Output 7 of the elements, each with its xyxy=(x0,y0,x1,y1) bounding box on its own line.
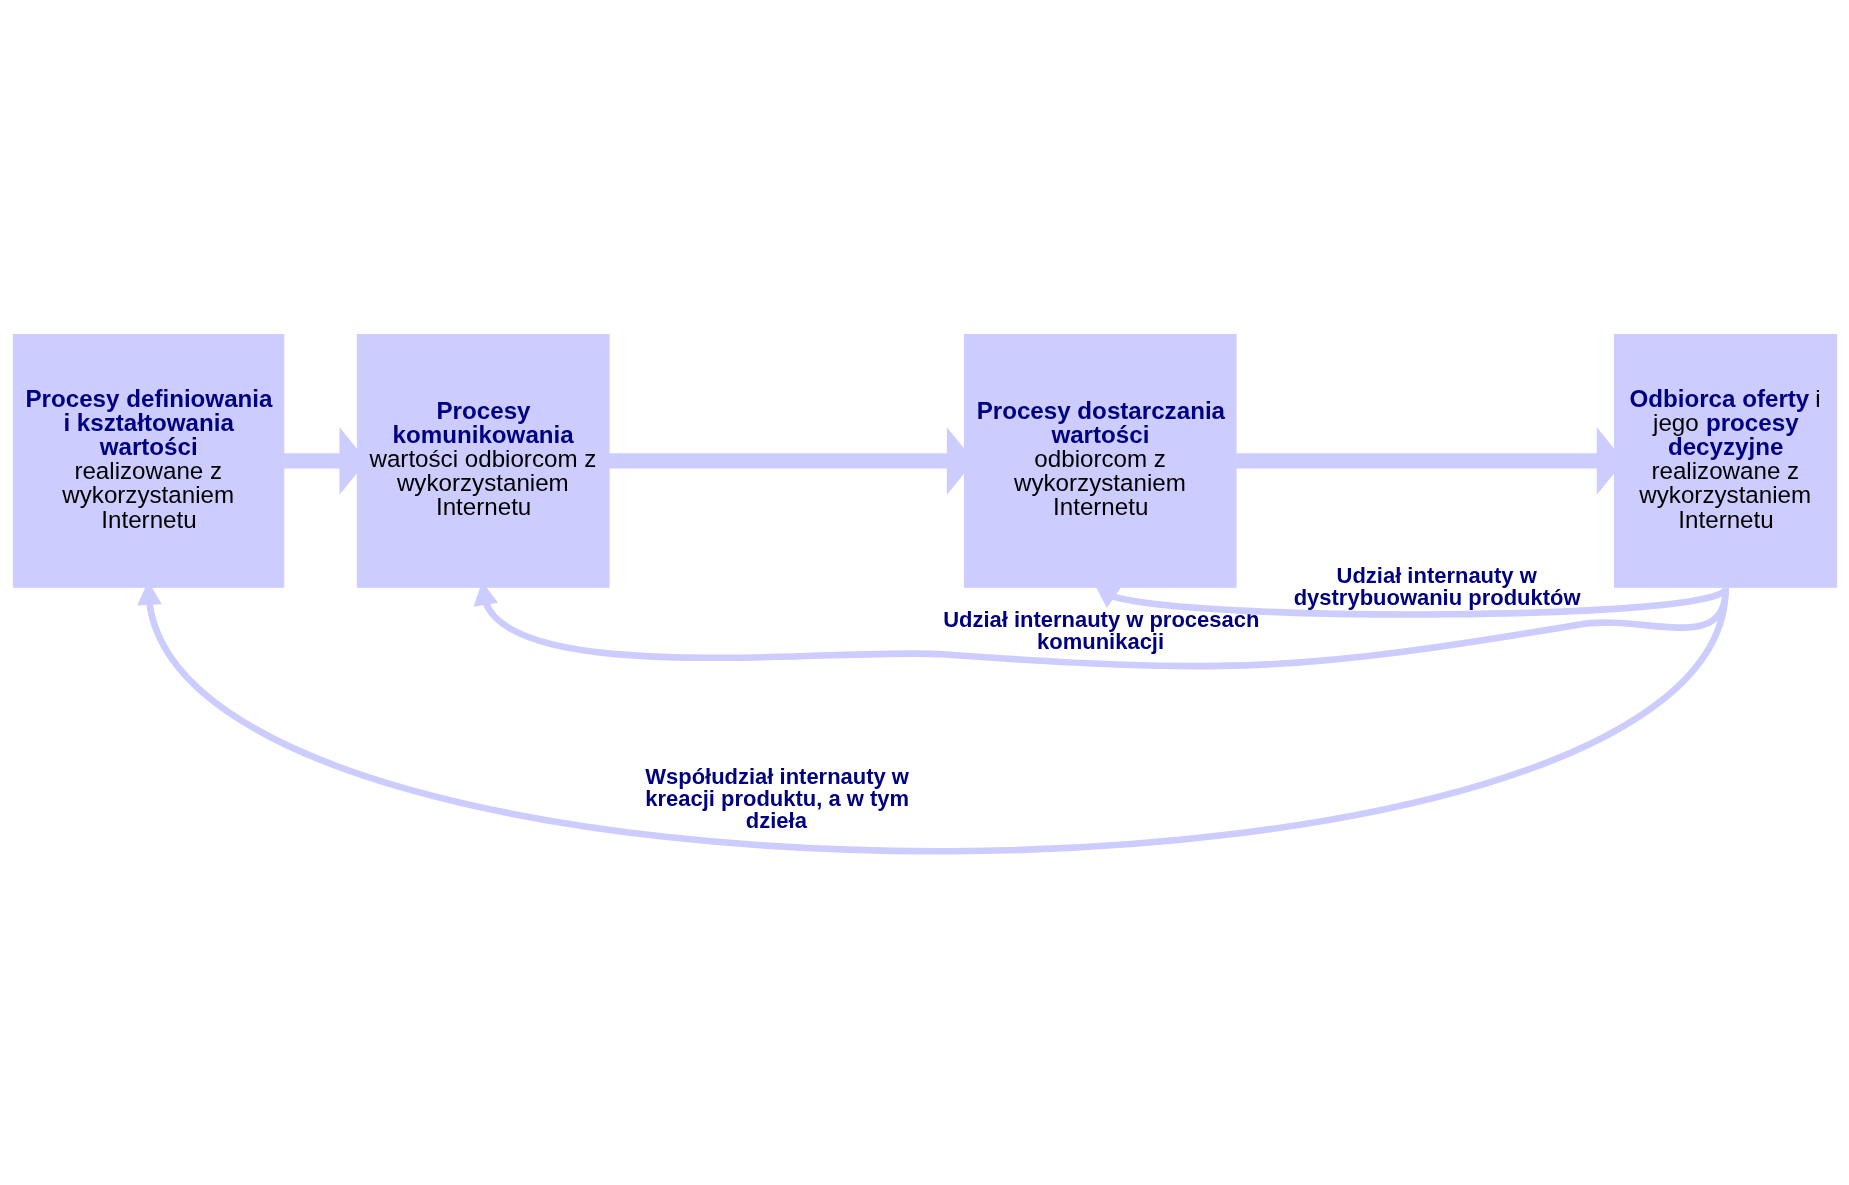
node-box: Procesy dostarczania wartości odbiorcom z wykorzystaniem Internetu xyxy=(963,333,1237,588)
edge-label: Współudział internauty w kreacji produktu, a w tym dzieła xyxy=(644,763,909,833)
node-box: Procesy definiowania i kształtowania wartości realizowane z wykorzystaniem Internetu xyxy=(12,333,284,588)
node-box: Procesy komunikowania wartości odbiorcom z wykorzystaniem Internetu xyxy=(356,333,610,588)
edge-label: Udział internauty w dystrybuowaniu produktów xyxy=(1293,562,1581,610)
edge-label: Udział internauty w procesach komunikacji xyxy=(942,606,1259,654)
node-box: Odbiorca oferty i jego procesy decyzyjne realizowane z wykorzystaniem Internetu xyxy=(1613,333,1837,588)
